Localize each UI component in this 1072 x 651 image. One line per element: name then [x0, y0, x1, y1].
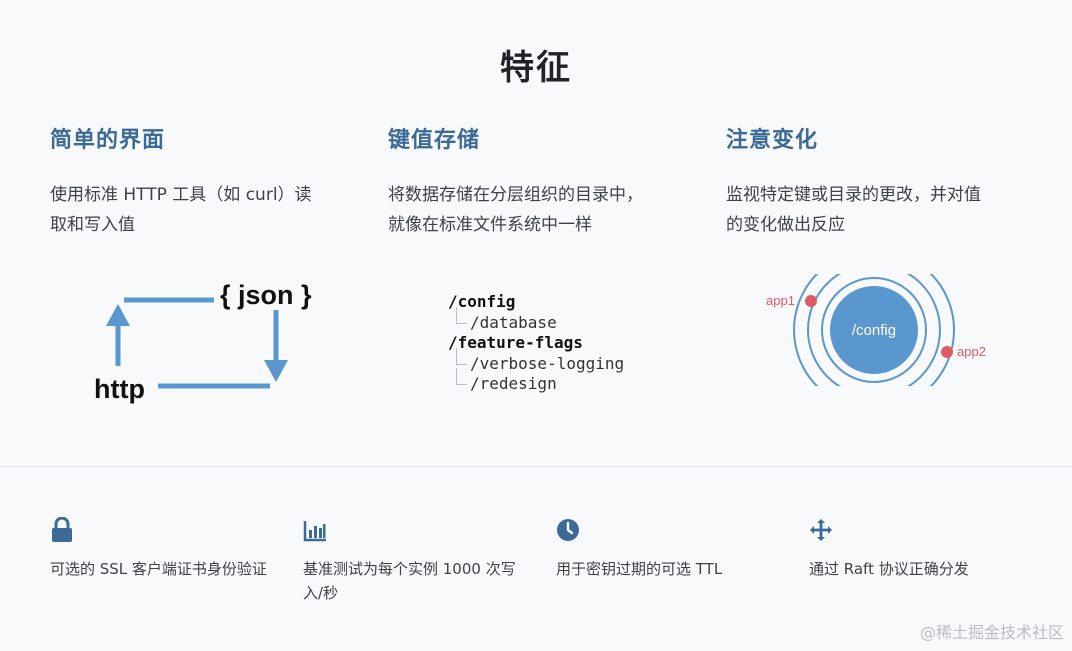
feature-benchmark: 基准测试为每个实例 1000 次写入/秒: [303, 517, 523, 605]
arrow-down-icon: [264, 360, 288, 382]
feature-heading: 注意变化: [726, 128, 819, 153]
feature-watch-changes: 注意变化 监视特定键或目录的更改，并对值 的变化做出反应: [726, 122, 1046, 240]
feature-text: 通过 Raft 协议正确分发: [809, 560, 969, 578]
app1-dot: [805, 295, 817, 307]
desc-line: 的变化做出反应: [726, 215, 845, 235]
desc-line: 就像在标准文件系统中一样: [388, 215, 592, 235]
lock-icon: [52, 516, 72, 542]
app1-label: app1: [766, 293, 795, 308]
tree-node: /verbose-logging: [448, 347, 624, 375]
feature-heading: 键值存储: [388, 128, 481, 153]
config-node: [830, 286, 918, 374]
json-http-diagram: { json } http: [94, 280, 312, 404]
page-title: 特征: [500, 48, 572, 88]
tree-node: /feature-flags: [448, 333, 583, 352]
feature-ssl: 可选的 SSL 客户端证书身份验证: [50, 516, 270, 581]
app2-dot: [941, 346, 953, 358]
watch-ring-middle: [807, 274, 941, 386]
tree-node: /redesign: [448, 368, 624, 395]
json-label: { json }: [220, 280, 312, 310]
feature-ttl: 用于密钥过期的可选 TTL: [556, 517, 776, 581]
http-label: http: [94, 374, 145, 404]
config-node-label: /config: [852, 322, 896, 339]
feature-raft: 通过 Raft 协议正确分发: [809, 517, 1029, 581]
feature-description: 使用标准 HTTP 工具（如 curl）读 取和写入值: [50, 180, 370, 240]
app2-label: app2: [957, 344, 986, 359]
feature-key-value-store: 键值存储 将数据存储在分层组织的目录中， 就像在标准文件系统中一样: [388, 122, 708, 240]
bar-chart-icon: [303, 521, 326, 542]
desc-line: 取和写入值: [50, 215, 135, 235]
feature-text: 基准测试为每个实例 1000 次写入/秒: [303, 560, 516, 602]
feature-heading: 简单的界面: [50, 128, 166, 153]
watermark: @稀土掘金技术社区: [919, 623, 1064, 642]
arrow-up-icon: [106, 304, 130, 326]
desc-line: 监视特定键或目录的更改，并对值: [726, 185, 981, 205]
watch-ring-inner: [821, 277, 927, 383]
directory-tree: /config /database /feature-flags /verbos…: [448, 292, 624, 395]
watch-diagram: /config app1 app2: [766, 274, 986, 386]
move-arrows-icon: [810, 519, 832, 541]
feature-description: 将数据存储在分层组织的目录中， 就像在标准文件系统中一样: [388, 180, 708, 240]
desc-line: 将数据存储在分层组织的目录中，: [388, 185, 643, 205]
clock-icon: [557, 519, 579, 541]
tree-node: /config: [448, 292, 516, 311]
watch-ring-outer: [793, 274, 955, 386]
feature-description: 监视特定键或目录的更改，并对值 的变化做出反应: [726, 180, 1046, 240]
tree-node: /database: [448, 306, 624, 334]
feature-text: 可选的 SSL 客户端证书身份验证: [50, 560, 267, 578]
feature-text: 用于密钥过期的可选 TTL: [556, 560, 723, 578]
section-divider: [0, 466, 1072, 467]
desc-line: 使用标准 HTTP 工具（如 curl）读: [50, 185, 312, 205]
feature-simple-interface: 简单的界面 使用标准 HTTP 工具（如 curl）读 取和写入值: [50, 122, 370, 240]
